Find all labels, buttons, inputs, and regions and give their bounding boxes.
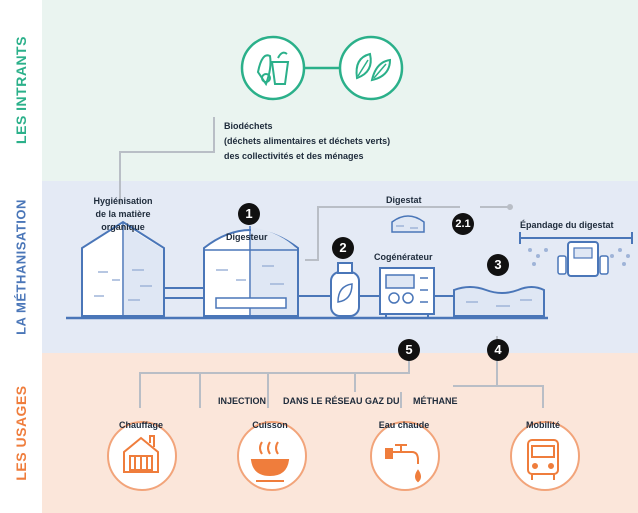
label-hygienisation-1: Hygiénisation <box>93 196 153 206</box>
injection-label-1: INJECTION <box>218 396 267 406</box>
label-hygienisation-2: de la matière <box>95 209 151 219</box>
step-badge-5: 5 <box>398 339 420 361</box>
tractor-spreader-icon <box>519 232 633 277</box>
gas-bottle <box>330 262 360 317</box>
usage-label-eau-chaude: Eau chaude <box>378 420 430 430</box>
step-badge-4: 4 <box>487 339 509 361</box>
label-epandage: Épandage du digestat <box>520 220 614 230</box>
digestate-storage <box>453 286 545 317</box>
label-hygienisation-3: organique <box>101 222 145 232</box>
connector-intrants <box>119 117 215 205</box>
usage-circle-mobilite <box>510 421 580 491</box>
usage-circle-chauffage <box>107 421 177 491</box>
usage-label-cuisson: Cuisson <box>252 420 288 430</box>
label-digesteur: Digesteur <box>226 232 268 242</box>
biodechets-title: Biodéchets <box>224 121 273 131</box>
leaves-icon <box>338 35 404 101</box>
injection-label-2: DANS LE RÉSEAU GAZ DU <box>283 396 400 406</box>
connector-digestat <box>305 206 460 261</box>
label-digestat: Digestat <box>386 195 422 205</box>
step-badge-2-1: 2.1 <box>452 213 474 235</box>
connector-mobilite <box>496 336 544 408</box>
sidebar-methanisation: LA MÉTHANISATION <box>0 181 42 353</box>
cogenerator-unit <box>379 267 435 318</box>
injection-label-3: MÉTHANE <box>413 396 458 406</box>
biodechets-source: des collectivités et des ménages <box>224 151 364 161</box>
intrants-band <box>0 0 638 181</box>
step-badge-3: 3 <box>487 254 509 276</box>
usage-circle-eau-chaude <box>370 421 440 491</box>
sidebar-usages: LES USAGES <box>0 353 42 513</box>
biodechets-subtitle: (déchets alimentaires et déchets verts) <box>224 136 391 146</box>
step-badge-2: 2 <box>332 237 354 259</box>
label-cogenerateur: Cogénérateur <box>374 252 433 262</box>
usage-label-mobilite: Mobilité <box>526 420 560 430</box>
step-badge-1: 1 <box>238 203 260 225</box>
connector-injection <box>139 352 410 408</box>
food-waste-icon <box>240 35 306 101</box>
digester-tank <box>203 226 299 317</box>
sidebar-intrants: LES INTRANTS <box>0 0 42 181</box>
usage-label-chauffage: Chauffage <box>118 420 163 430</box>
usage-circle-cuisson <box>237 421 307 491</box>
digestat-dome <box>391 215 425 233</box>
hygienisation-building <box>81 220 165 317</box>
